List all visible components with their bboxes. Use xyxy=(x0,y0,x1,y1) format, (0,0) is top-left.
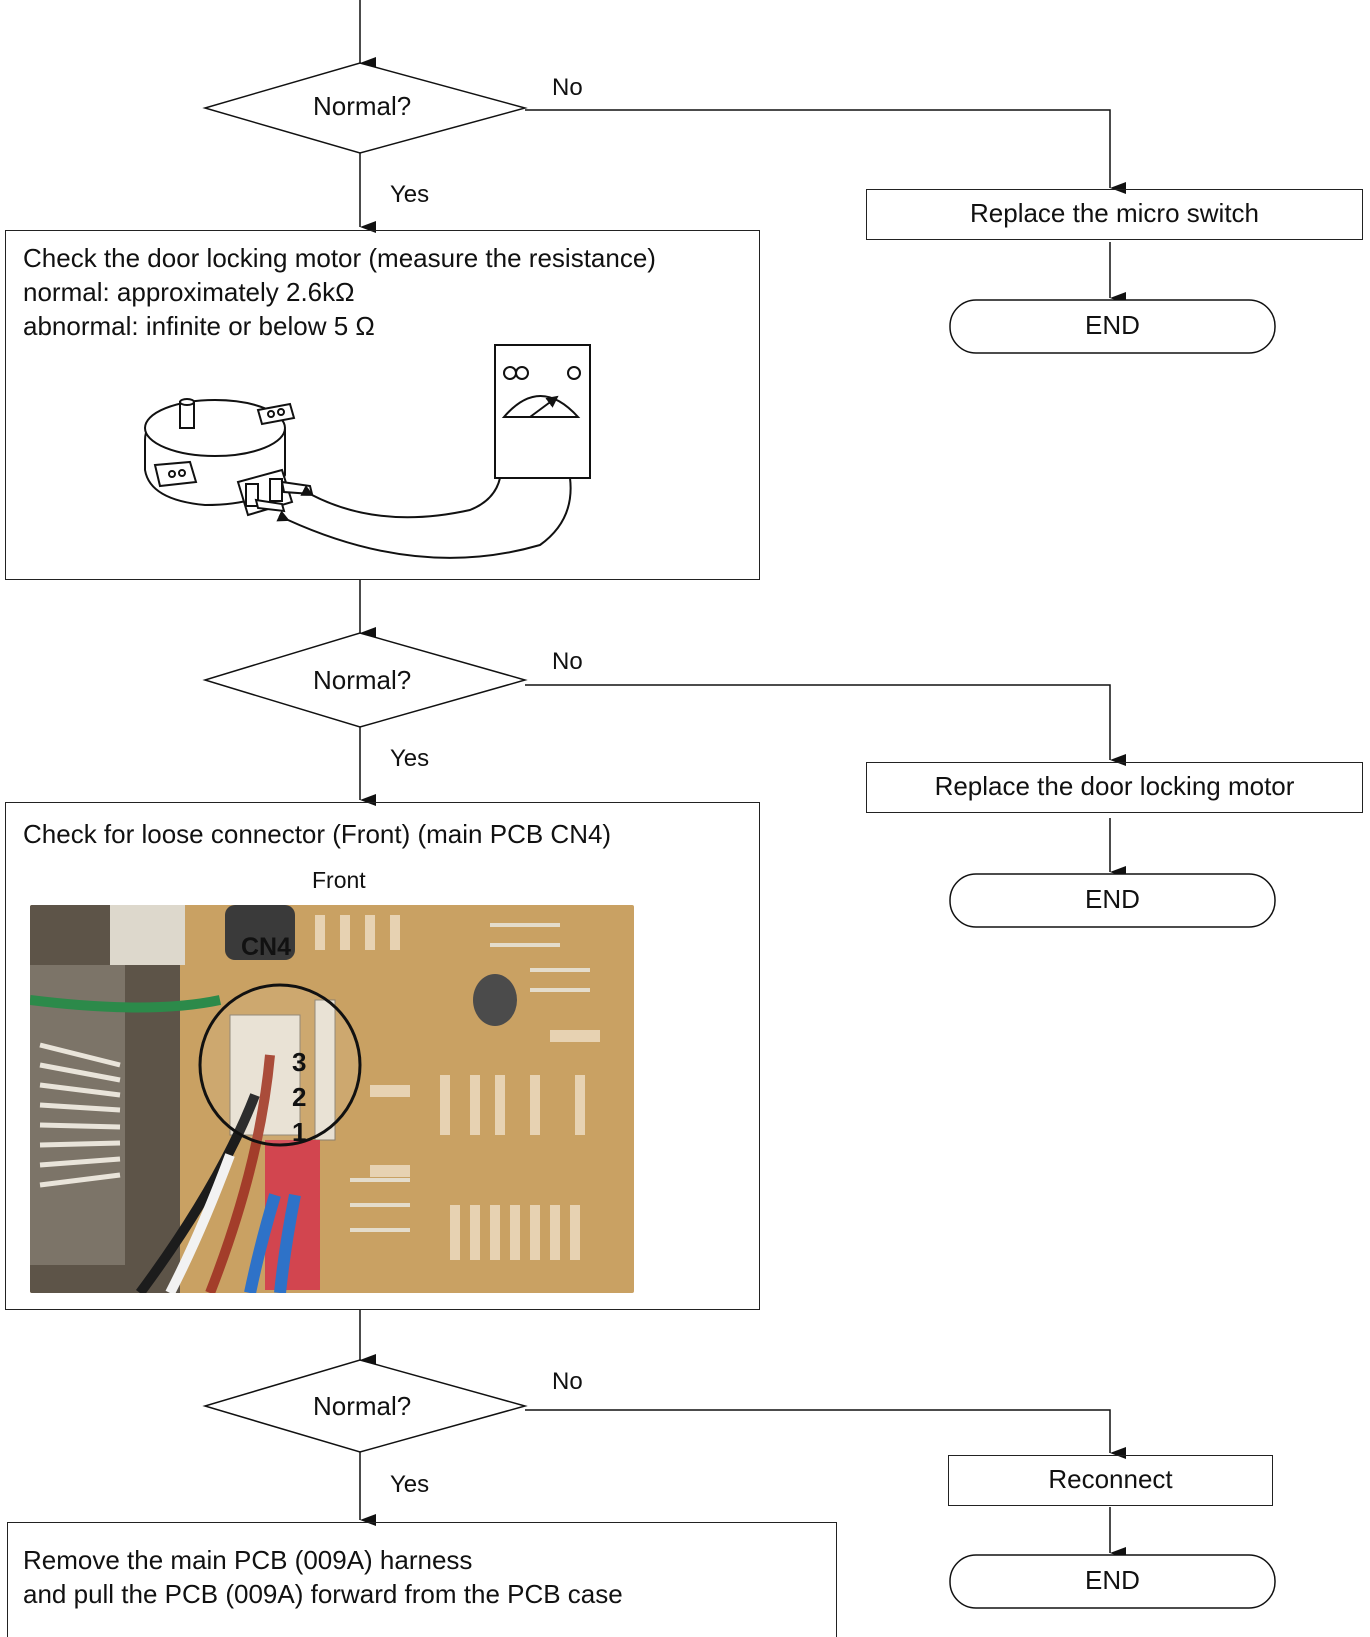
decision-2-yes-label: Yes xyxy=(390,745,430,772)
pin-3-label: 3 xyxy=(292,1047,307,1077)
cn4-highlight-circle xyxy=(198,983,362,1147)
cn4-label: CN4 xyxy=(241,933,292,961)
decision-2-no-label: No xyxy=(552,648,583,675)
decision-2-label: Normal? xyxy=(313,665,412,695)
action-replace-door-locking-motor: Replace the door locking motor xyxy=(866,762,1363,813)
check-connector-caption: Front xyxy=(312,867,366,893)
arrow-no-3 xyxy=(525,1409,1126,1459)
action-3-label: Reconnect xyxy=(1048,1464,1173,1494)
action-1-label: Replace the micro switch xyxy=(970,198,1259,228)
final-step-box: Remove the main PCB (009A) harness and p… xyxy=(7,1522,837,1637)
action-replace-micro-switch: Replace the micro switch xyxy=(866,189,1363,240)
end-3-label: END xyxy=(1085,1565,1140,1595)
decision-1-label: Normal? xyxy=(313,91,412,121)
action-reconnect: Reconnect xyxy=(948,1455,1273,1506)
check-connector-title: Check for loose connector (Front) (main … xyxy=(23,819,612,849)
decision-1-no-label: No xyxy=(552,74,583,101)
decision-1-yes-label: Yes xyxy=(390,181,430,208)
check-motor-line-1: Check the door locking motor (measure th… xyxy=(23,243,656,273)
action-2-label: Replace the door locking motor xyxy=(934,771,1295,801)
end-terminator-2 xyxy=(949,873,1276,928)
arrow-no-2 xyxy=(525,684,1126,766)
pin-2-label: 2 xyxy=(292,1082,307,1112)
arrow-no-1 xyxy=(525,109,1126,194)
final-step-line-1: Remove the main PCB (009A) harness xyxy=(23,1545,473,1575)
check-motor-line-3: abnormal: infinite or below 5 Ω xyxy=(23,311,375,341)
pcb-connector-photo: CN4 3 2 1 xyxy=(30,905,634,1293)
decision-3-label: Normal? xyxy=(313,1391,412,1421)
end-terminator-1 xyxy=(949,299,1276,354)
check-connector-box: Check for loose connector (Front) (main … xyxy=(5,802,760,1310)
decision-3-yes-label: Yes xyxy=(390,1471,430,1498)
resistor-row-icon xyxy=(315,915,600,1260)
check-motor-line-2: normal: approximately 2.6kΩ xyxy=(23,277,355,307)
end-1-label: END xyxy=(1085,310,1140,340)
end-terminator-3 xyxy=(949,1554,1276,1609)
final-step-line-2: and pull the PCB (009A) forward from the… xyxy=(23,1579,623,1609)
end-2-label: END xyxy=(1085,884,1140,914)
check-motor-box: Check the door locking motor (measure th… xyxy=(5,230,760,580)
motor-meter-illustration xyxy=(144,344,591,559)
pin-1-label: 1 xyxy=(292,1117,307,1147)
decision-3-no-label: No xyxy=(552,1368,583,1395)
